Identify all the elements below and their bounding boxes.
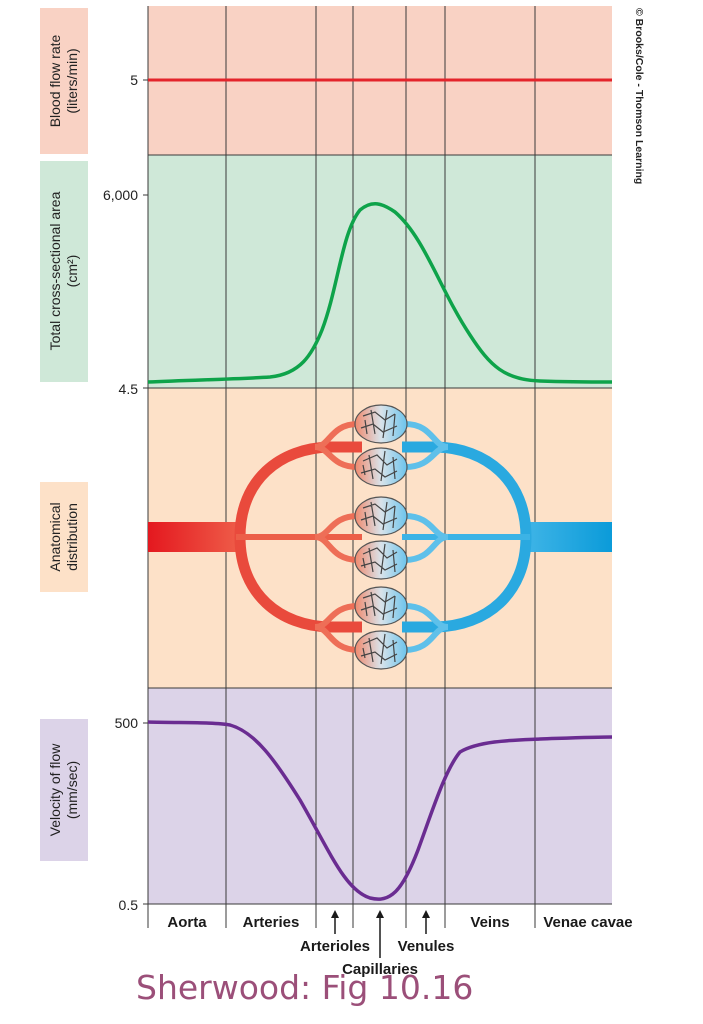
tick-label-area-4-5: 4.5	[119, 381, 139, 397]
arteriole-fork	[314, 603, 359, 653]
capillaries-arrow-head	[376, 910, 384, 918]
vessel-tree	[148, 404, 612, 670]
pointer-arrows	[331, 910, 430, 958]
anatomy-label-line2: distribution	[64, 503, 80, 571]
arterioles-arrow-head	[331, 910, 339, 918]
velocity-label-line2: (mm/sec)	[64, 761, 80, 819]
label-aorta: Aorta	[167, 914, 207, 931]
velocity-panel-bg	[148, 688, 612, 904]
area-label-box	[40, 161, 88, 382]
velocity-curve	[147, 720, 613, 901]
venule-fork	[404, 603, 449, 653]
arteriole-fork	[314, 421, 359, 470]
label-venules: Venules	[398, 938, 455, 955]
capillary-beds	[354, 404, 408, 670]
tick-label-velocity-500: 500	[115, 715, 139, 731]
tick-label-flow-5: 5	[130, 72, 138, 88]
capillary-bed	[354, 540, 408, 580]
capillary-bed	[354, 404, 408, 444]
velocity-label-box	[40, 719, 88, 861]
capillary-bed	[354, 496, 408, 536]
area-label-line1: Total cross-sectional area	[47, 191, 63, 350]
y-ticks	[143, 79, 148, 905]
cross-sectional-area-curve	[147, 202, 613, 384]
anatomy-label-line1: Anatomical	[47, 502, 63, 571]
capillary-bed	[354, 586, 408, 626]
venules-arrow-head	[422, 910, 430, 918]
flow-label-box	[40, 8, 88, 154]
capillary-bed	[354, 447, 408, 487]
area-panel-bg	[148, 155, 612, 388]
flow-label-line1: Blood flow rate	[47, 34, 63, 127]
capillary-bed	[354, 630, 408, 670]
aorta-trunk	[148, 522, 236, 552]
figure-caption: Sherwood: Fig 10.16	[136, 968, 474, 1007]
area-side-label: Total cross-sectional area (cm²)	[40, 161, 88, 382]
label-veins: Veins	[470, 914, 509, 931]
area-label-line2: (cm²)	[64, 255, 80, 288]
vessel-labels: Aorta Arteries Veins Venae cavae Arterio…	[167, 914, 632, 978]
copyright-notice: © Brooks/Cole - Thomson Learning	[633, 8, 645, 184]
flow-label-line2: (liters/min)	[64, 48, 80, 113]
anatomy-label-box	[40, 482, 88, 592]
venule-fork	[404, 421, 449, 470]
label-arteries: Arteries	[243, 914, 300, 931]
velocity-side-label: Velocity of flow (mm/sec)	[40, 719, 88, 861]
flow-side-label: Blood flow rate (liters/min)	[40, 8, 88, 154]
venule-fork	[404, 513, 449, 563]
anatomy-side-label: Anatomical distribution	[40, 482, 88, 592]
velocity-label-line1: Velocity of flow	[47, 743, 63, 836]
label-capillaries: Capillaries	[342, 961, 418, 978]
label-arterioles: Arterioles	[300, 938, 370, 955]
label-venae-cavae: Venae cavae	[543, 914, 632, 931]
vena-cava-trunk	[530, 522, 612, 552]
arteriole-fork	[314, 513, 359, 563]
tick-label-velocity-0-5: 0.5	[119, 897, 139, 913]
tick-label-area-6000: 6,000	[103, 187, 138, 203]
